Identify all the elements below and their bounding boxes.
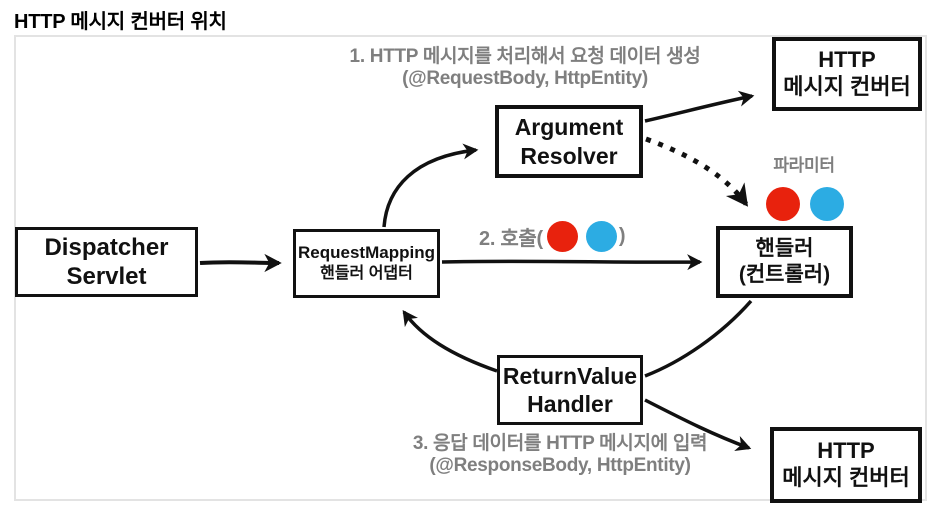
step1-annotation: 1. HTTP 메시지를 처리해서 요청 데이터 생성 (@RequestBod…: [335, 46, 715, 90]
requestmapping-adapter-box: RequestMapping 핸들러 어댑터: [293, 229, 440, 298]
handler-label-line1: 핸들러: [755, 237, 814, 261]
arrow-argument-resolver-to-http-converter-top: [644, 90, 755, 123]
parameter-red-dot-icon: [766, 187, 800, 221]
http-message-converter-bottom-box: HTTP 메시지 컨버터: [770, 427, 922, 503]
dispatcher-servlet-label-line2: Servlet: [66, 263, 147, 290]
call-blue-dot-icon: [585, 221, 617, 252]
handler-label-line2: (컨트롤러): [738, 263, 831, 286]
argument-resolver-box: Argument Resolver: [495, 105, 643, 178]
step3-annotation-line1: 3. 응답 데이터를 HTTP 메시지에 입력: [412, 433, 708, 454]
http-converter-bottom-label-line2: 메시지 컨버터: [782, 465, 910, 490]
arrow-dispatcher-to-adapter: [199, 253, 282, 273]
step2-call-annotation: 2. 호출( ): [479, 221, 626, 252]
parameter-label: 파라미터: [773, 156, 835, 175]
requestmapping-adapter-label-line2: 핸들러 어댑터: [320, 265, 413, 283]
call-red-dot-icon: [546, 221, 578, 252]
arrow-return-value-handler-to-http-converter-bottom: [644, 398, 752, 452]
step3-annotation: 3. 응답 데이터를 HTTP 메시지에 입력 (@ResponseBody, …: [385, 433, 735, 477]
parameter-blue-dot-icon: [810, 187, 844, 221]
step1-annotation-line1: 1. HTTP 메시지를 처리해서 요청 데이터 생성: [349, 46, 701, 67]
dispatcher-servlet-label-line1: Dispatcher: [44, 233, 169, 261]
page-title: HTTP 메시지 컨버터 위치: [14, 11, 227, 33]
requestmapping-adapter-label-line1: RequestMapping: [298, 243, 435, 263]
line-handler-to-return-value-handler: [644, 299, 753, 378]
arrow-adapter-to-handler-call: [441, 254, 703, 271]
http-message-converter-top-box: HTTP 메시지 컨버터: [772, 37, 922, 111]
return-value-handler-box: ReturnValue Handler: [497, 355, 643, 425]
http-converter-top-label-line2: 메시지 컨버터: [783, 74, 911, 99]
http-converter-top-label-line1: HTTP: [818, 47, 876, 73]
step2-call-suffix: ): [618, 225, 626, 247]
step2-call-prefix: 2. 호출(: [479, 228, 543, 250]
arrow-adapter-to-argument-resolver: [382, 143, 479, 228]
argument-resolver-label-line2: Resolver: [520, 142, 618, 169]
step3-annotation-line2: (@ResponseBody, HttpEntity): [429, 455, 691, 476]
step1-annotation-line2: (@RequestBody, HttpEntity): [402, 68, 648, 89]
return-value-handler-label-line1: ReturnValue: [502, 362, 638, 389]
dispatcher-servlet-box: Dispatcher Servlet: [15, 227, 198, 297]
http-converter-bottom-label-line1: HTTP: [817, 438, 875, 464]
handler-controller-box: 핸들러 (컨트롤러): [716, 226, 853, 298]
arrow-return-value-handler-to-adapter: [402, 310, 498, 373]
arrow-argument-resolver-to-handler-dotted: [645, 136, 749, 207]
argument-resolver-label-line1: Argument: [514, 114, 624, 141]
return-value-handler-label-line2: Handler: [527, 391, 613, 417]
